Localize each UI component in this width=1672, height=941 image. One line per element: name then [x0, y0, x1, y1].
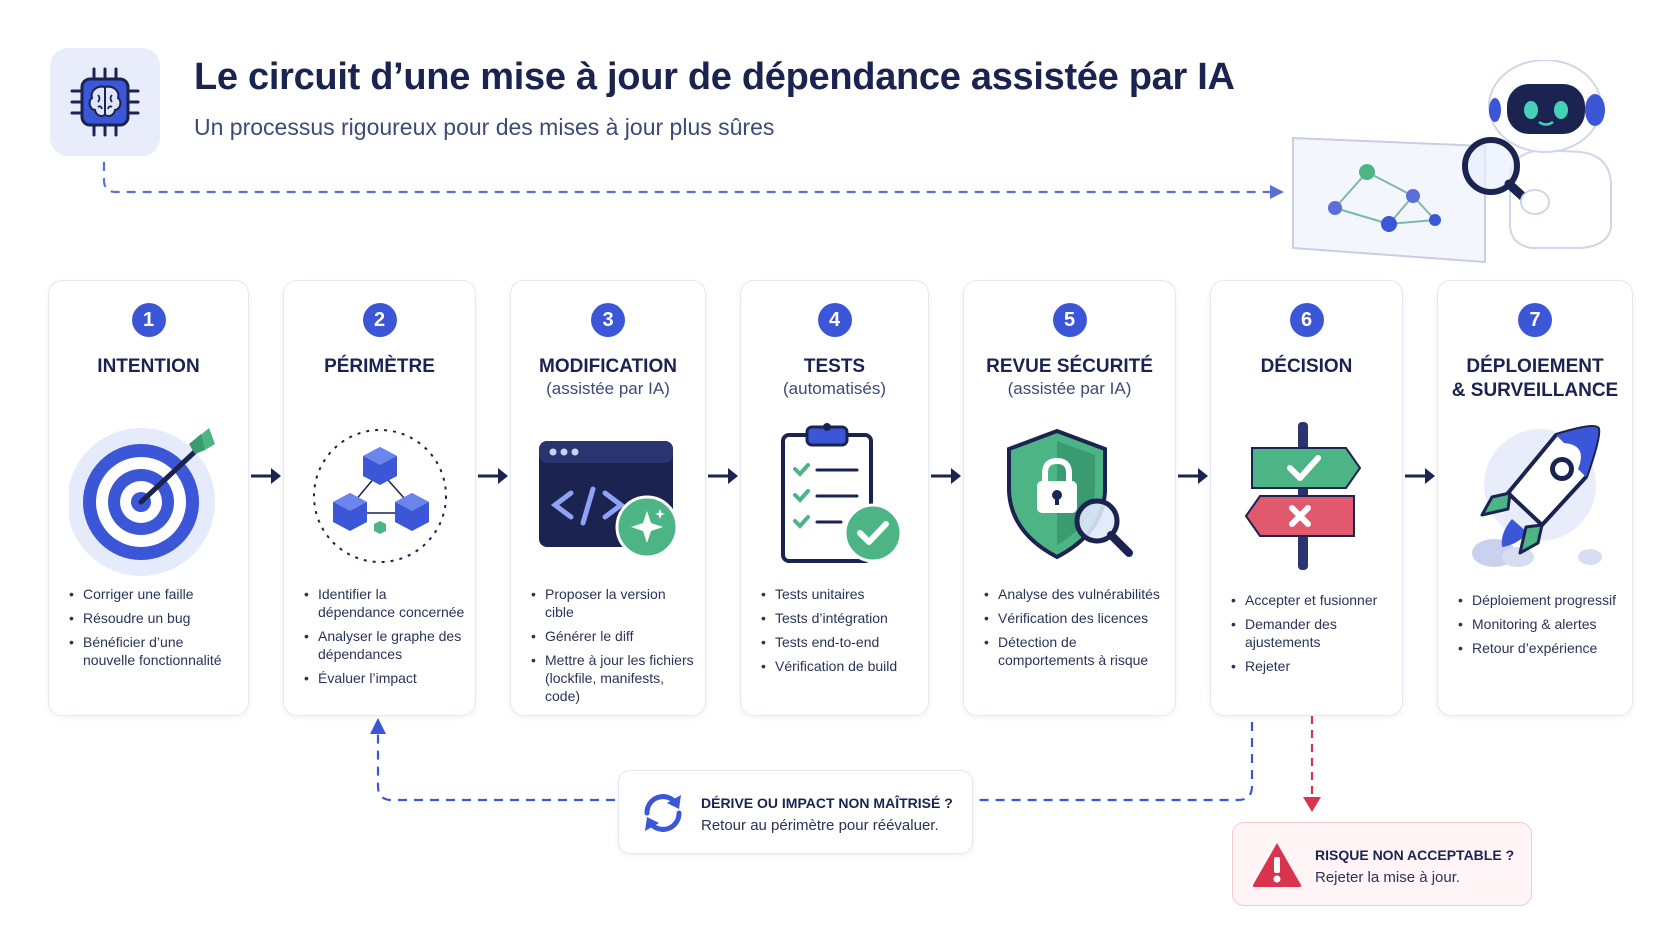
- callout-text: Retour au périmètre pour réévaluer.: [701, 817, 939, 834]
- target-icon: [68, 428, 215, 576]
- code-window-icon: [539, 441, 679, 559]
- flow-arrow: [478, 468, 508, 484]
- bullet-item: Détection de comportements à risque: [982, 633, 1165, 669]
- page-subtitle: Un processus rigoureux pour des mises à …: [194, 114, 775, 140]
- step-illustration: [284, 411, 475, 581]
- bullet-item: Déploiement progressif: [1456, 591, 1622, 609]
- risk-callout: RISQUE NON ACCEPTABLE ? Rejeter la mise …: [1232, 822, 1532, 906]
- flow-arrow: [931, 468, 961, 484]
- flow-arrow: [1405, 468, 1435, 484]
- step-number: 2: [362, 303, 397, 337]
- bullet-item: Tests unitaires: [759, 585, 918, 603]
- step-card-revue-securite: 5 REVUE SÉCURITÉ (assistée par IA) Analy…: [963, 280, 1176, 716]
- step-card-deploiement: 7 DÉPLOIEMENT & SURVEILLANCE Déploiement…: [1437, 280, 1633, 716]
- bullet-item: Retour d’expérience: [1456, 639, 1622, 657]
- step-title: MODIFICATION: [539, 356, 677, 377]
- bullet-item: Identifier la dépendance concernée: [302, 585, 465, 621]
- step-illustration: [1211, 411, 1402, 581]
- step-bullets: Corriger une faille Résoudre un bug Béné…: [67, 585, 238, 675]
- step-subtitle: (assistée par IA): [1007, 379, 1132, 398]
- flow-arrow: [251, 468, 281, 484]
- dependency-graph-icon: [312, 429, 447, 563]
- callout-text: Rejeter la mise à jour.: [1315, 869, 1461, 886]
- bullet-item: Bénéficier d’une nouvelle fonctionnalité: [67, 633, 238, 669]
- callout-title: RISQUE NON ACCEPTABLE ?: [1315, 847, 1515, 863]
- loop-back-callout: DÉRIVE OU IMPACT NON MAÎTRISÉ ? Retour a…: [618, 770, 973, 854]
- step-bullets: Tests unitaires Tests d’intégration Test…: [759, 585, 918, 681]
- step-title: DÉPLOIEMENT & SURVEILLANCE: [1451, 356, 1619, 401]
- bullet-item: Tests d’intégration: [759, 609, 918, 627]
- shield-lock-icon: [1006, 428, 1133, 560]
- bullet-item: Vérification de build: [759, 657, 918, 675]
- step-card-intention: 1 INTENTION Corriger une faille Résoudre…: [48, 280, 249, 716]
- rocket-icon: [1472, 425, 1602, 567]
- bullet-item: Évaluer l’impact: [302, 669, 465, 687]
- step-bullets: Proposer la version cible Générer le dif…: [529, 585, 695, 711]
- step-illustration: [741, 411, 928, 581]
- robot-analysis-illustration: [1285, 59, 1625, 270]
- step-card-tests: 4 TESTS (automatisés) Tests unitaires Te…: [740, 280, 929, 716]
- loop-back-dashed-line-left: [376, 734, 615, 802]
- step-bullets: Déploiement progressif Monitoring & aler…: [1456, 591, 1622, 663]
- step-subtitle: (assistée par IA): [546, 379, 670, 398]
- warning-icon: [1252, 843, 1302, 887]
- step-number: 1: [131, 303, 166, 337]
- step-card-decision: 6 DÉCISION Accepter et fusionner Demande…: [1210, 280, 1403, 716]
- step-number: 3: [591, 303, 625, 337]
- loop-back-dashed-line: [976, 722, 1254, 802]
- bullet-item: Analyse des vulnérabilités: [982, 585, 1165, 603]
- step-title: PÉRIMÈTRE: [324, 356, 435, 377]
- page-title: Le circuit d’une mise à jour de dépendan…: [194, 56, 1235, 98]
- bullet-item: Proposer la version cible: [529, 585, 695, 621]
- bullet-item: Générer le diff: [529, 627, 695, 645]
- step-number: 6: [1289, 303, 1324, 337]
- bullet-item: Résoudre un bug: [67, 609, 238, 627]
- step-number: 7: [1518, 303, 1552, 337]
- step-bullets: Accepter et fusionner Demander des ajust…: [1229, 591, 1392, 681]
- checklist-icon: [780, 423, 902, 563]
- step-number: 5: [1052, 303, 1087, 337]
- loop-back-arrowhead: [370, 718, 386, 734]
- step-subtitle: (automatisés): [783, 379, 886, 398]
- signpost-icon: [1244, 422, 1361, 570]
- step-illustration: [511, 411, 705, 581]
- bullet-item: Analyser le graphe des dépendances: [302, 627, 465, 663]
- step-illustration: [49, 411, 248, 581]
- flow-arrow: [708, 468, 738, 484]
- step-title: INTENTION: [97, 356, 200, 377]
- header-to-analysis-dashed-line: [102, 162, 1270, 194]
- bullet-item: Vérification des licences: [982, 609, 1165, 627]
- bullet-item: Corriger une faille: [67, 585, 238, 603]
- step-illustration: [964, 411, 1175, 581]
- robot-magnifier-icon: [1292, 59, 1612, 264]
- reject-arrowhead: [1303, 797, 1321, 812]
- bullet-item: Monitoring & alertes: [1456, 615, 1622, 633]
- bullet-item: Demander des ajustements: [1229, 615, 1392, 651]
- step-card-modification: 3 MODIFICATION (assistée par IA) Propose…: [510, 280, 706, 716]
- step-number: 4: [817, 303, 852, 337]
- step-bullets: Analyse des vulnérabilités Vérification …: [982, 585, 1165, 675]
- bullet-item: Accepter et fusionner: [1229, 591, 1392, 609]
- bullet-item: Mettre à jour les fichiers (lockfile, ma…: [529, 651, 695, 705]
- bullet-item: Tests end-to-end: [759, 633, 918, 651]
- callout-title: DÉRIVE OU IMPACT NON MAÎTRISÉ ?: [701, 795, 953, 811]
- step-card-perimetre: 2 PÉRIMÈTRE Identifier la dépendance con…: [283, 280, 476, 716]
- step-illustration: [1438, 411, 1632, 581]
- flow-arrow: [1178, 468, 1208, 484]
- ai-brain-chip-icon: [70, 67, 140, 137]
- step-title: REVUE SÉCURITÉ: [986, 356, 1153, 377]
- step-title: TESTS: [803, 356, 866, 377]
- bullet-item: Rejeter: [1229, 657, 1392, 675]
- refresh-icon: [644, 794, 682, 832]
- step-title: DÉCISION: [1260, 356, 1353, 377]
- ai-chip-logo: [50, 48, 160, 156]
- step-bullets: Identifier la dépendance concernée Analy…: [302, 585, 465, 693]
- header-dashed-arrowhead: [1270, 185, 1284, 199]
